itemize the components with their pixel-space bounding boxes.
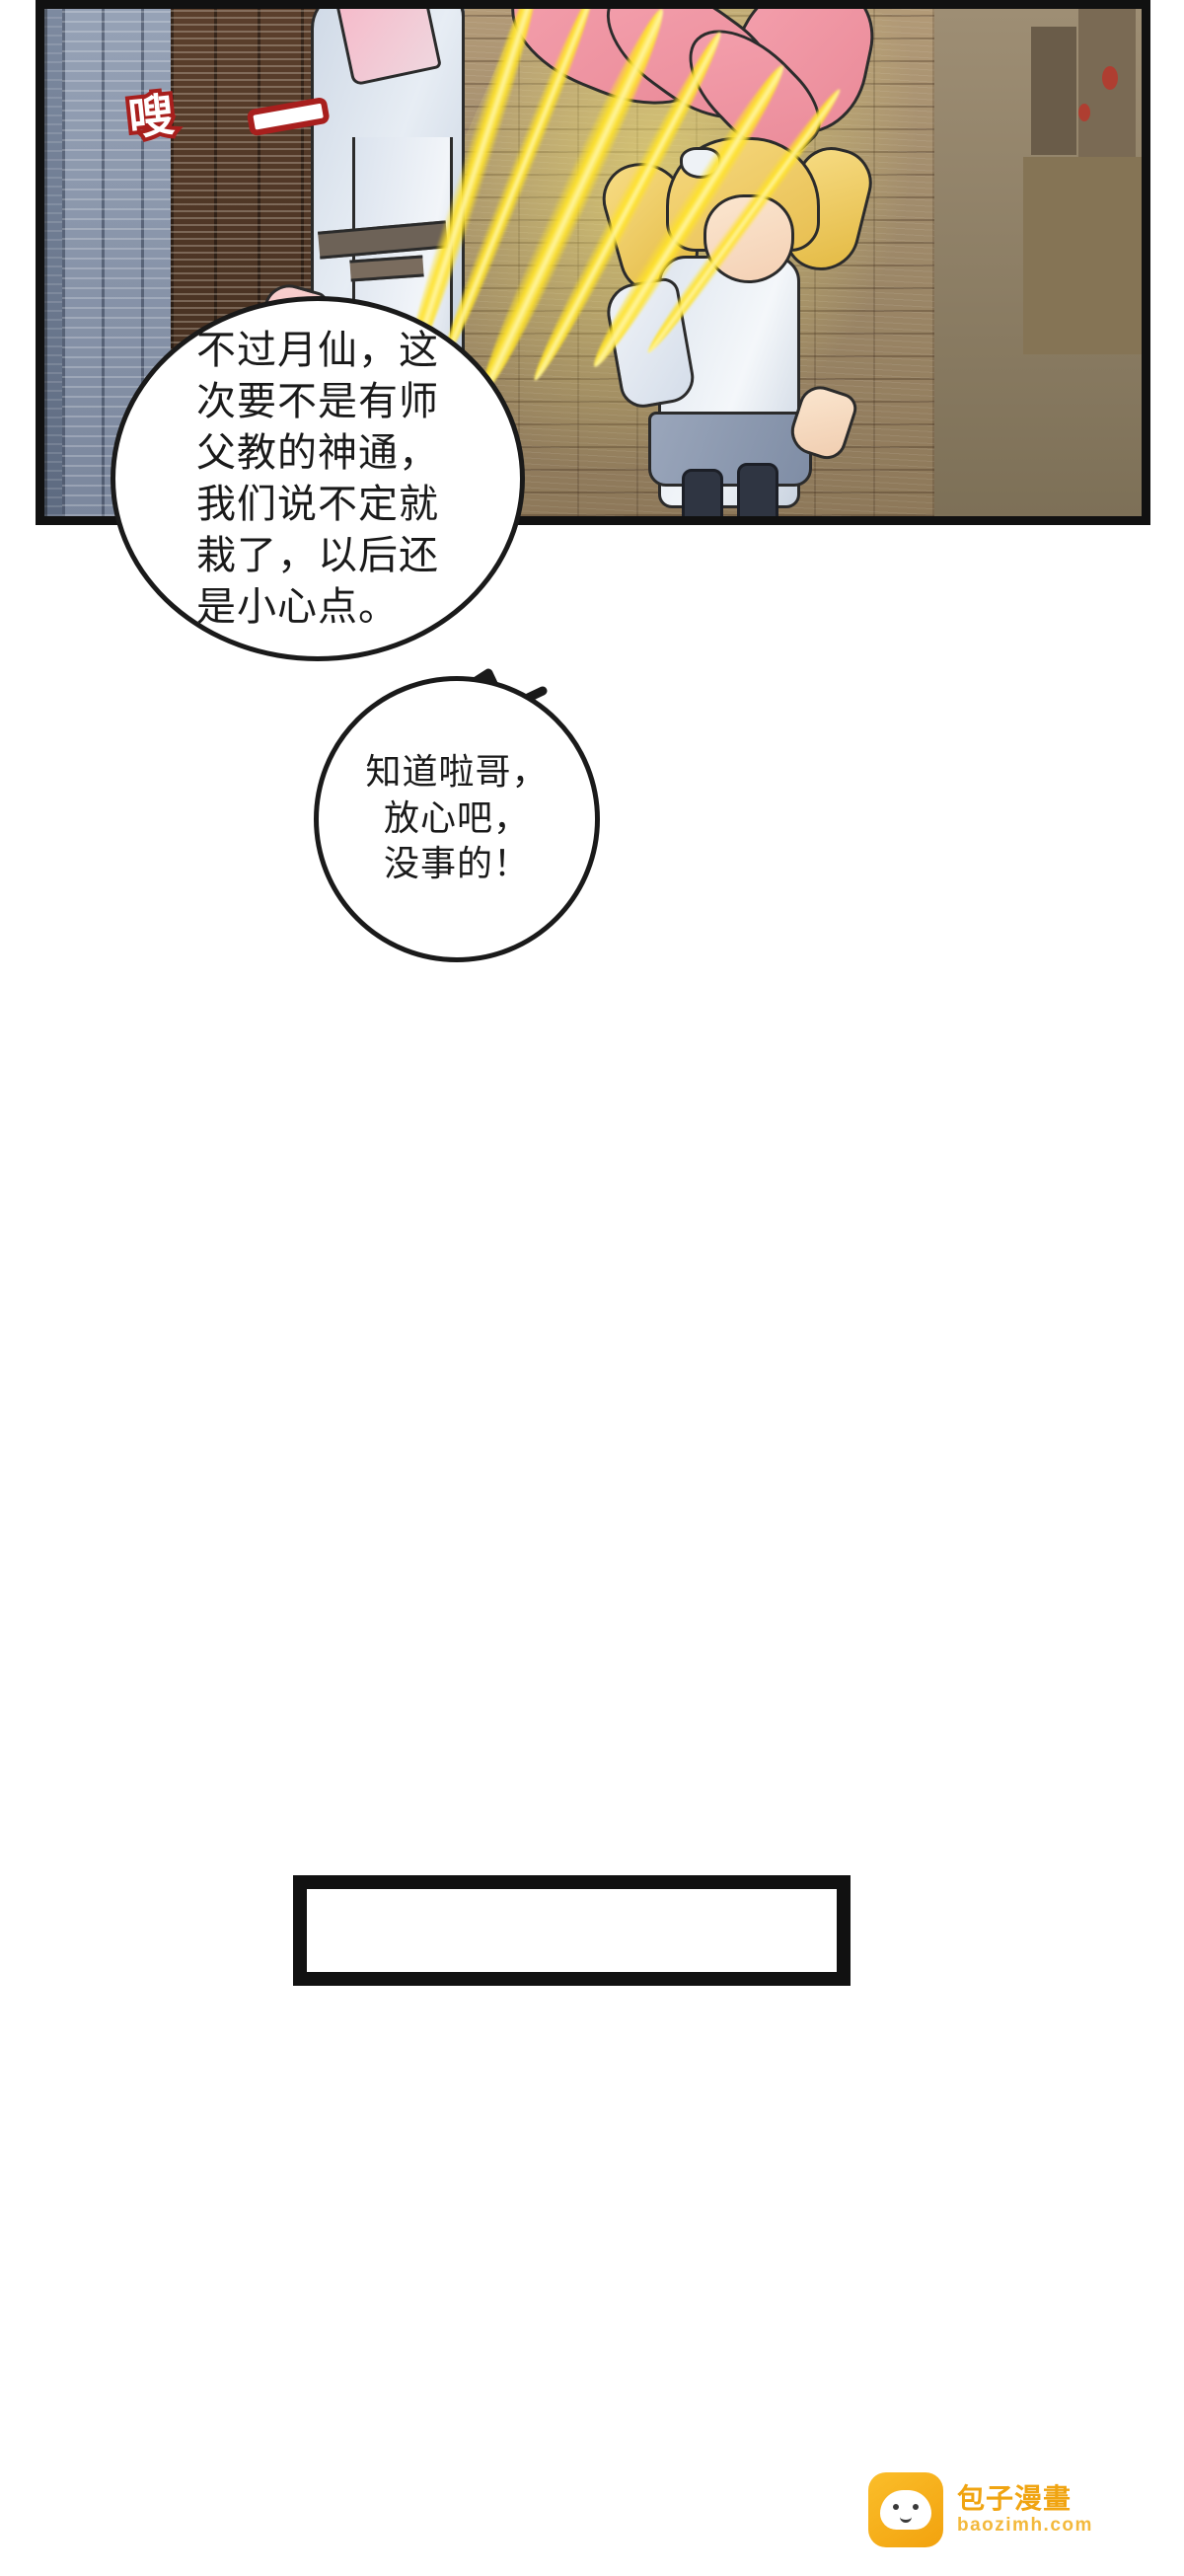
speech-bubble-2: 知道啦哥， 放心吧， 没事的！ — [314, 676, 600, 962]
character-leg — [682, 469, 723, 516]
watermark-url: baozimh.com — [957, 2514, 1093, 2536]
bun-face-shape — [880, 2490, 931, 2530]
baozi-bun-mascot-icon — [868, 2472, 943, 2547]
red-lantern-icon — [1078, 104, 1090, 121]
speech-bubble-2-text: 知道啦哥， 放心吧， 没事的！ — [365, 751, 549, 885]
background-building — [1023, 157, 1142, 354]
background-street-right — [934, 9, 1142, 516]
watermark-site-name: 包子漫畫 — [957, 2481, 1073, 2515]
background-building — [1031, 27, 1076, 155]
empty-caption-box — [293, 1875, 851, 1986]
speech-bubble-1-text: 不过月仙，这 次要不是有师 父教的神通， 我们说不定就 栽了，以后还 是小心点。 — [196, 328, 439, 630]
site-watermark: 包子漫畫 baozimh.com — [868, 2467, 1154, 2552]
character-leg — [737, 463, 778, 516]
watermark-text-group: 包子漫畫 baozimh.com — [957, 2481, 1093, 2538]
character-skirt — [648, 412, 812, 487]
red-lantern-icon — [1102, 66, 1118, 90]
speech-bubble-1: 不过月仙，这 次要不是有师 父教的神通， 我们说不定就 栽了，以后还 是小心点。 — [111, 296, 525, 661]
bun-mouth — [900, 2514, 912, 2523]
